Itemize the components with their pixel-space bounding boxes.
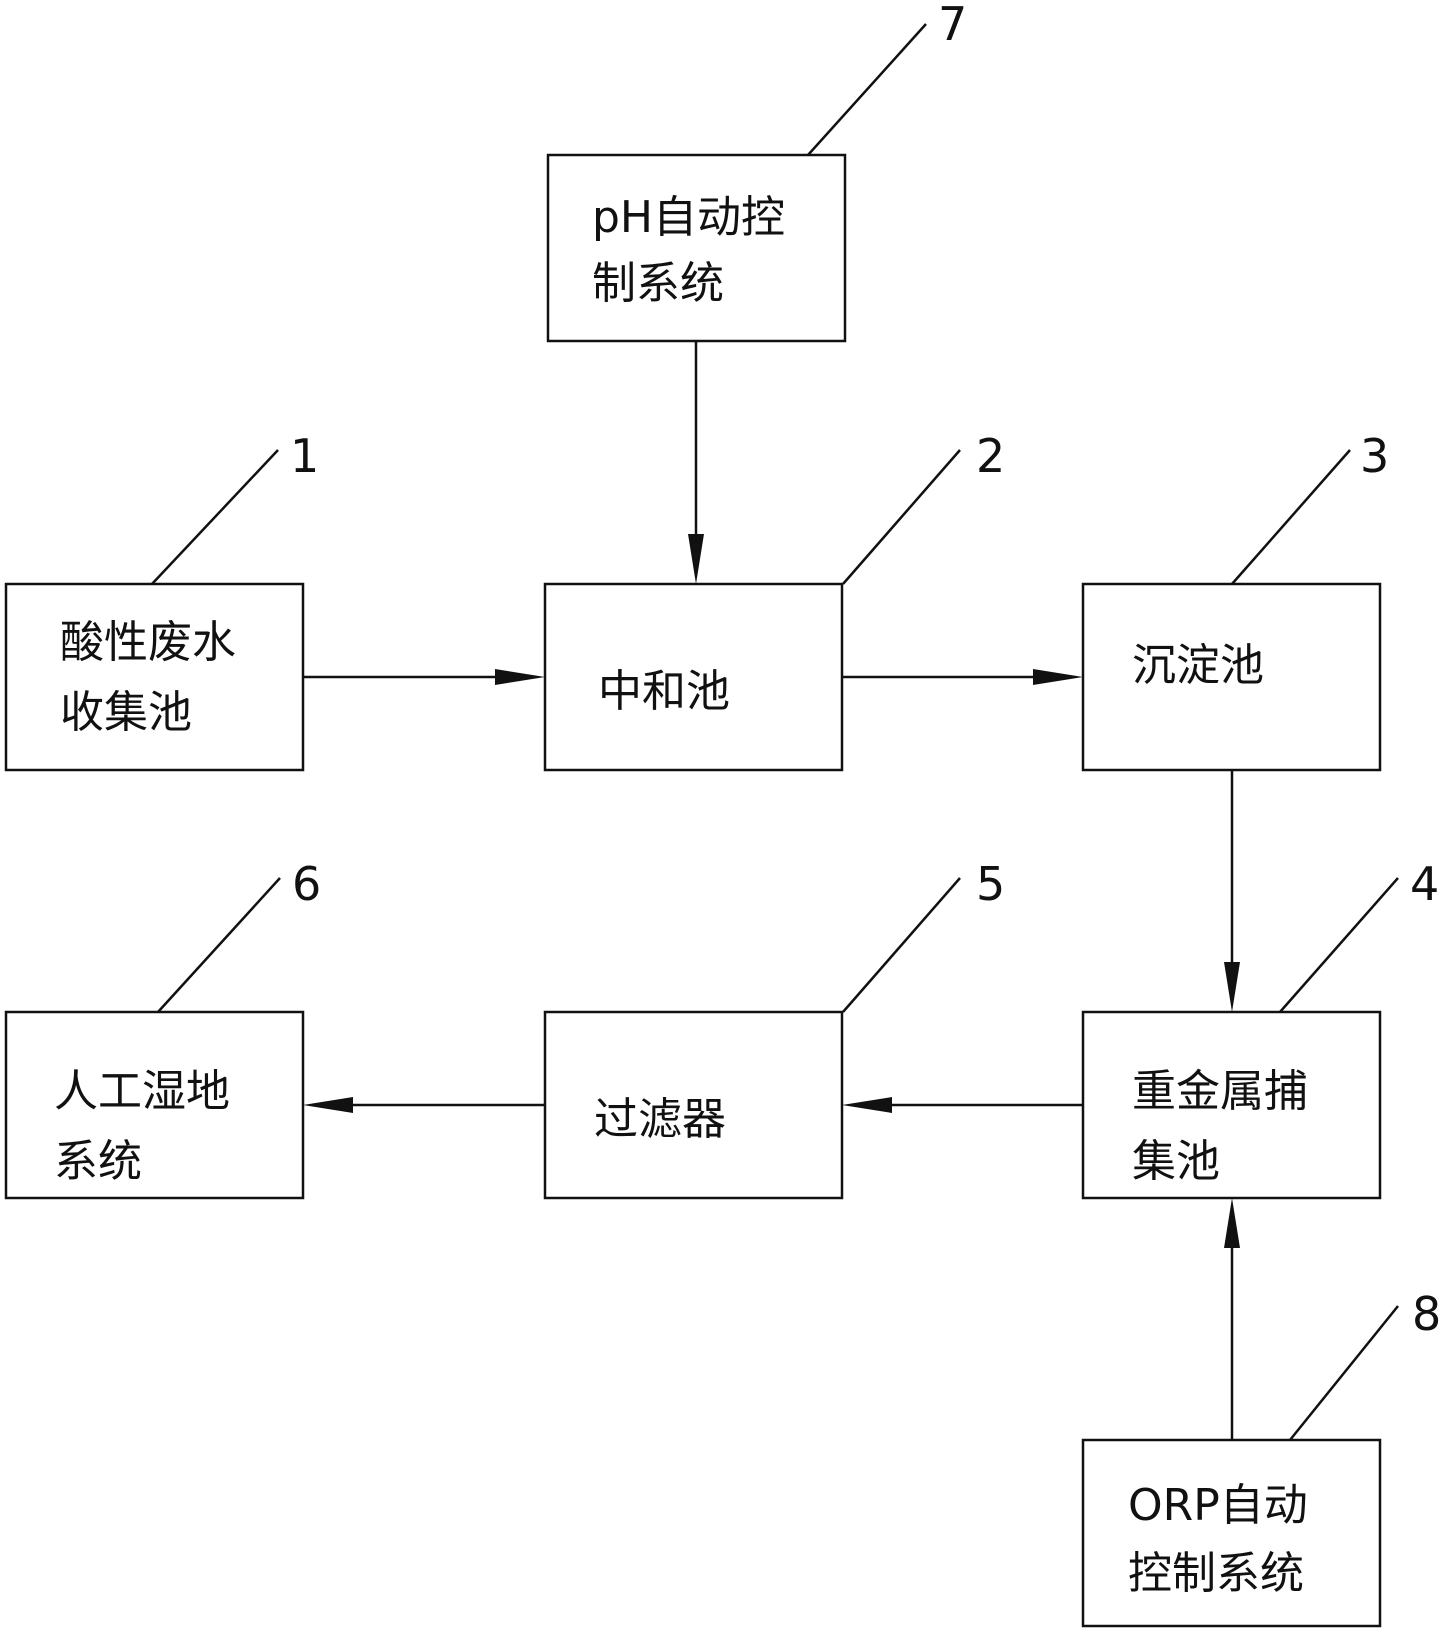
process-box-5 [543,1010,844,1200]
flow-arrow-n1-n2 [303,669,545,685]
process-label-line: 系统 [54,1136,142,1187]
reference-number-1: 1 [290,429,319,483]
leader-line-5 [842,877,961,1013]
reference-number-3: 3 [1360,429,1389,483]
flow-arrow-n5-n6 [303,1097,545,1113]
arrowhead [842,1097,892,1113]
arrowhead [688,534,704,584]
process-label-line: 酸性废水 [60,617,236,668]
leader-line-8 [1289,1305,1399,1441]
edges-layer [303,341,1240,1440]
reference-number-5: 5 [976,857,1005,911]
arrowhead [1033,669,1083,685]
flow-arrow-n7-n2 [688,341,704,584]
arrowhead [1224,1198,1240,1248]
process-box-8 [1081,1438,1382,1628]
leader-line-7 [807,23,927,156]
process-label-line: 收集池 [60,687,192,738]
process-node-5: 过滤器 5 [543,857,1005,1200]
process-label-line: 沉淀池 [1132,640,1264,691]
flow-arrow-n3-n4 [1224,770,1240,1012]
process-box-7 [546,153,847,343]
process-label-line: 过滤器 [594,1094,726,1145]
arrowhead [495,669,545,685]
process-label-line: ORP自动 [1128,1480,1308,1531]
reference-number-8: 8 [1412,1287,1441,1341]
process-label-line: 制系统 [592,258,724,309]
process-box-1 [4,582,305,772]
process-label-line: 中和池 [598,666,730,717]
reference-number-4: 4 [1410,857,1439,911]
process-node-3: 沉淀池 3 [1081,429,1389,772]
reference-number-6: 6 [292,857,321,911]
process-label-line: pH自动控 [592,192,785,243]
reference-number-7: 7 [938,0,967,51]
reference-number-2: 2 [976,429,1005,483]
process-label-line: 人工湿地 [54,1066,230,1117]
flow-arrow-n2-n3 [842,669,1083,685]
process-label-line: 重金属捕 [1132,1066,1308,1117]
leader-line-6 [157,877,281,1013]
process-box-2 [543,582,844,772]
process-box-4 [1081,1010,1382,1200]
leader-line-3 [1231,449,1351,585]
arrowhead [303,1097,353,1113]
leader-line-4 [1279,877,1399,1013]
arrowhead [1224,962,1240,1012]
process-box-6 [4,1010,305,1200]
process-node-2: 中和池 2 [543,429,1005,772]
process-box-3 [1081,582,1382,772]
leader-line-1 [151,449,279,585]
process-label-line: 控制系统 [1128,1548,1304,1599]
flow-arrow-n4-n5 [842,1097,1083,1113]
flow-arrow-n8-n4 [1224,1198,1240,1440]
leader-line-2 [842,449,961,585]
process-label-line: 集池 [1132,1136,1220,1187]
